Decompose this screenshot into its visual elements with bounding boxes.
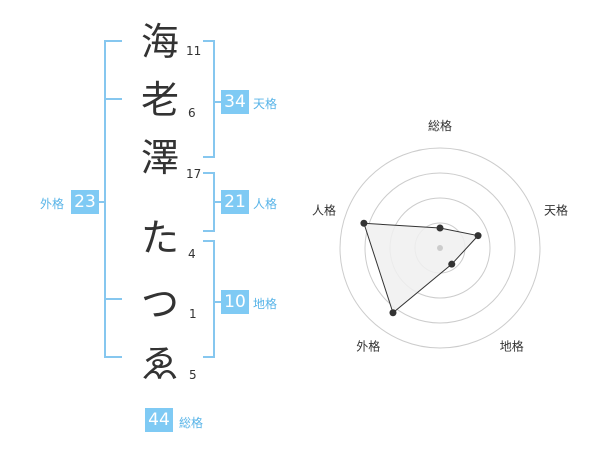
jinkaku-score: 21 (221, 190, 249, 214)
chikaku-bracket-bottom (203, 356, 215, 358)
radar-area (363, 222, 480, 314)
name-char-1: 海 (140, 20, 179, 64)
radar-point-2 (474, 232, 482, 240)
gaikaku-bracket-tick-1 (104, 98, 122, 100)
tenkaku-connector (213, 101, 221, 103)
name-char-3: 澤 (140, 136, 179, 180)
gaikaku-connector (96, 201, 106, 203)
jinkaku-connector (213, 201, 221, 203)
radar-axis-label-4: 外格 (356, 339, 380, 354)
chikaku-connector (213, 301, 221, 303)
name-char-5: つ (140, 282, 179, 326)
radar-ring (364, 172, 516, 324)
gaikaku-bracket (104, 40, 106, 358)
chikaku-label: 地格 (253, 297, 278, 311)
radar-point-1 (436, 224, 444, 232)
soukaku-label: 総格 (179, 416, 204, 430)
gaikaku-bracket-bottom (104, 356, 122, 358)
tenkaku-bracket-bottom (203, 156, 215, 158)
chikaku-score: 10 (221, 290, 249, 314)
name-char-6: ゑ (140, 342, 179, 386)
stroke-count-2: 6 (188, 106, 196, 120)
radar-center-dot (437, 245, 443, 251)
radar-axis-label-3: 地格 (500, 339, 524, 354)
stroke-count-5: 1 (189, 307, 197, 321)
gaikaku-bracket-top (104, 40, 122, 42)
chikaku-bracket-top (203, 240, 215, 242)
jinkaku-bracket-top (203, 172, 215, 174)
name-char-2: 老 (140, 78, 179, 122)
chikaku-bracket (213, 240, 215, 358)
radar-axis-label-2: 天格 (544, 202, 568, 217)
gaikaku-label: 外格 (40, 197, 65, 211)
radar-axis-label-5: 人格 (312, 202, 336, 217)
tenkaku-bracket (213, 40, 215, 158)
tenkaku-bracket-top (203, 40, 215, 42)
gaikaku-bracket-tick-2 (104, 298, 122, 300)
gaikaku-score: 23 (71, 190, 99, 214)
radar-point-3 (448, 260, 456, 268)
tenkaku-score: 34 (221, 90, 249, 114)
jinkaku-label: 人格 (253, 197, 278, 211)
stroke-count-3: 17 (186, 167, 202, 181)
radar-point-4 (389, 309, 397, 317)
name-char-4: た (140, 216, 179, 260)
stroke-count-6: 5 (189, 368, 197, 382)
radar-point-5 (360, 219, 368, 227)
radar-axis-label-1: 総格 (428, 118, 452, 133)
tenkaku-label: 天格 (253, 97, 278, 111)
stroke-count-1: 11 (186, 44, 202, 58)
stroke-count-4: 4 (188, 247, 196, 261)
soukaku-score: 44 (145, 408, 173, 432)
jinkaku-bracket-bottom (203, 230, 215, 232)
